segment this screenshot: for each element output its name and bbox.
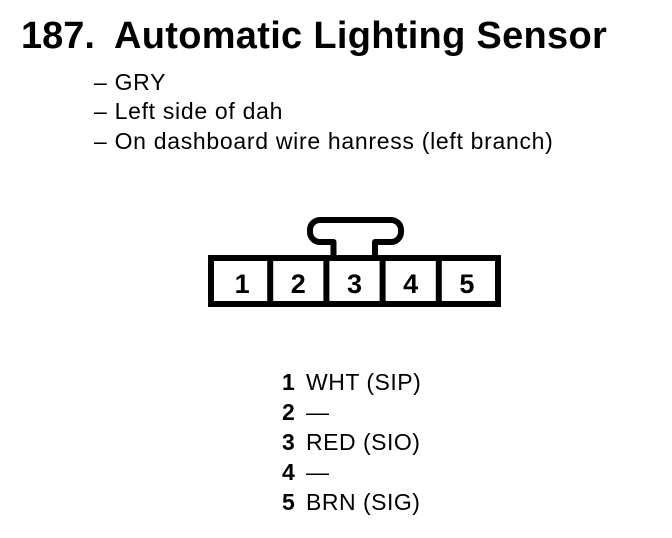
pinout-pin-number: 1: [282, 369, 296, 395]
pinout-row: 1 WHT (SIP): [282, 367, 421, 397]
pinout-pin-label: BRN (SIG): [306, 489, 421, 515]
note-line: – Left side of dah: [94, 98, 284, 125]
pinout-pin-label: WHT (SIP): [306, 369, 422, 395]
connector-body: [208, 255, 501, 307]
pinout-row: 4—: [282, 457, 421, 487]
pinout-pin-label: RED (SIO): [306, 429, 421, 455]
section-number: 187.: [21, 15, 95, 57]
connector-pin-number: 5: [459, 269, 474, 299]
connector-pin-number: 2: [291, 269, 306, 299]
note-line: – On dashboard wire hanress (left branch…: [94, 127, 554, 154]
pinout-pin-label: —: [306, 459, 330, 485]
connector-diagram: 1 2 3 4 5: [208, 217, 501, 307]
pinout-pin-number: 4: [282, 459, 296, 485]
connector-latch: [307, 217, 404, 259]
notes-list: – GRY – Left side of dah – On dashboard …: [94, 68, 554, 156]
pinout-pin-number: 2: [282, 399, 296, 425]
note-line: – GRY: [94, 69, 167, 95]
pinout-pin-label: —: [306, 399, 330, 425]
page-title: Automatic Lighting Sensor: [114, 15, 608, 57]
connector-pin-number: 3: [347, 269, 362, 299]
pinout-row: 3 RED (SIO): [282, 427, 421, 457]
pinout-row: 5 BRN (SIG): [282, 487, 421, 517]
connector-pin-number: 1: [235, 269, 250, 299]
pinout-row: 2—: [282, 397, 421, 427]
connector-pin-number: 4: [403, 269, 418, 299]
pinout-pin-number: 3: [282, 429, 296, 455]
pinout-pin-number: 5: [282, 489, 296, 515]
